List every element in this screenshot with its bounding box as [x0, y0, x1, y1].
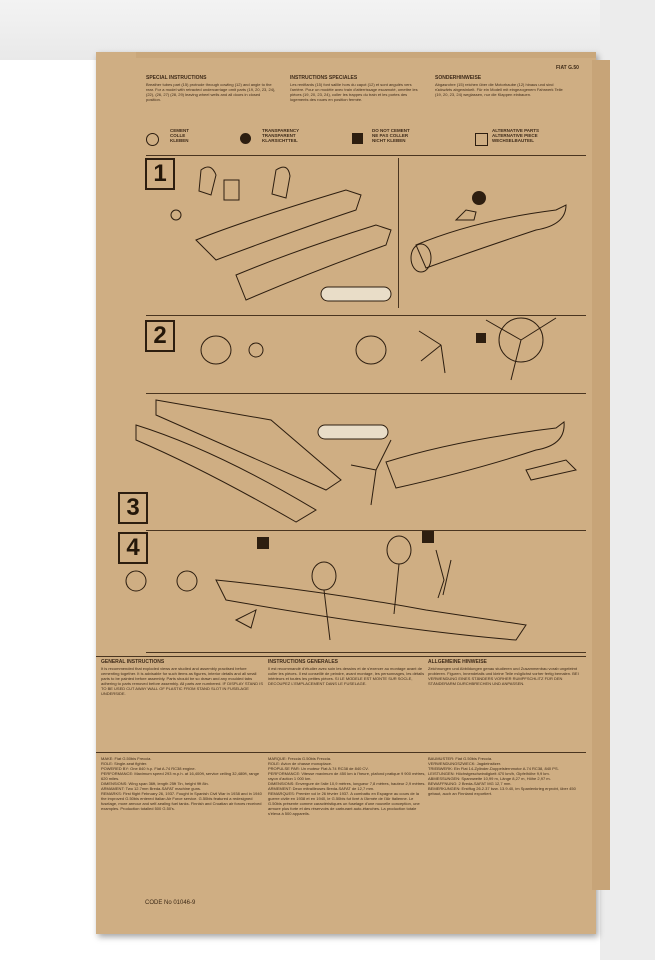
upper-wing	[155, 399, 342, 491]
special-title: INSTRUCTIONS SPECIALES	[290, 75, 358, 81]
special-body: Abgasrohre (15) reichen über die Motorha…	[435, 82, 563, 97]
do-not-cement-icon	[352, 133, 363, 144]
cowling	[410, 243, 432, 273]
canopy	[454, 209, 477, 221]
frame-rule	[146, 652, 586, 653]
legend-alternative: ALTERNATIVE PARTS ALTERNATIVE PIECE WECH…	[492, 128, 539, 143]
special-instructions-fr: INSTRUCTIONS SPECIALES Les renifiards (1…	[290, 75, 420, 103]
alternative-parts-icon	[475, 133, 488, 146]
general-body: Il est recommandé d'étudier avec soin le…	[268, 666, 425, 686]
stand-slot	[317, 424, 389, 440]
tailplane	[525, 459, 577, 481]
special-title: SPECIAL INSTRUCTIONS	[146, 75, 207, 81]
transparency-icon	[240, 133, 251, 144]
propeller-blade	[350, 439, 392, 506]
propeller	[418, 330, 446, 374]
section-rule	[96, 656, 586, 657]
sheet-fold	[136, 52, 596, 58]
product-code: CODE No 01046-9	[145, 900, 196, 906]
engine-cowling-finished	[355, 335, 387, 365]
tail-wheel	[234, 609, 257, 629]
specs-de: BAUMUSTER: Fiat G.50bis Freccia. VERWEND…	[428, 756, 576, 796]
lower-aircraft	[215, 579, 527, 641]
propeller-blade	[485, 317, 557, 381]
legend-do-not-cement: DO NOT CEMENT NE PAS COLLER NICHT KLEBEN	[372, 128, 410, 143]
legend-cement: CEMENT COLLE KLEBEN	[170, 128, 189, 143]
special-body: Les renifiards (15) font saillie hors du…	[290, 82, 418, 102]
undercarriage-leg	[323, 563, 400, 641]
background-top	[0, 0, 655, 60]
frame-divider	[398, 158, 399, 308]
stand-base	[125, 570, 147, 592]
lower-wing	[135, 424, 317, 523]
do-not-cement-marker	[257, 537, 269, 549]
stand-base	[176, 570, 198, 592]
fuselage-half-left	[195, 189, 362, 261]
brand-label: FIAT G.50	[556, 65, 579, 71]
assembled-aircraft	[385, 421, 565, 489]
step-number: 2	[145, 320, 175, 352]
fuselage-half-right	[235, 224, 392, 301]
cement-icon	[146, 133, 159, 146]
specs-en: MAKE: Fiat G.50bis Freccia. ROLE: Single…	[101, 756, 262, 811]
engine-cowling	[200, 335, 232, 365]
legend-transparency: TRANSPARENCY TRANSPARENT KLARSICHTTEIL	[262, 128, 300, 143]
transparency-marker	[472, 191, 486, 205]
part-ring	[170, 209, 182, 221]
stand-slot	[320, 286, 392, 302]
assembly-diagram	[125, 166, 577, 641]
frame-rule	[146, 530, 586, 531]
wheel	[386, 535, 412, 565]
general-body: It is recommended that exploded views ar…	[101, 666, 263, 696]
general-instructions-fr: INSTRUCTIONS GENERALES Il est recommandé…	[268, 659, 428, 687]
section-rule	[96, 752, 586, 753]
spinner	[498, 317, 544, 363]
general-body: Zeichnungen und Abbildungen genau studie…	[428, 666, 579, 686]
frame-rule	[146, 155, 586, 156]
assembled-fuselage	[415, 204, 567, 269]
step-number: 4	[118, 532, 148, 564]
wheel-door	[435, 549, 445, 599]
engine-cylinders	[248, 342, 264, 358]
wheel-door	[442, 559, 452, 596]
sheet-edge	[592, 60, 610, 890]
general-instructions-en: GENERAL INSTRUCTIONS It is recommended t…	[101, 659, 266, 697]
wheel	[311, 561, 337, 591]
step-number: 3	[118, 492, 148, 524]
frame-rule	[146, 393, 586, 394]
general-title: GENERAL INSTRUCTIONS	[101, 659, 165, 665]
pilot-figure	[198, 166, 217, 196]
general-instructions-de: ALLGEMEINE HINWEISE Zeichnungen und Abbi…	[428, 659, 588, 687]
general-title: ALLGEMEINE HINWEISE	[428, 659, 487, 665]
specs-fr: MARQUE: Freccia G.50bis Freccia. ROLE: A…	[268, 756, 426, 816]
special-instructions-en: SPECIAL INSTRUCTIONS Breather tubes part…	[146, 75, 276, 103]
special-title: SONDERHINWEISE	[435, 75, 482, 81]
instruction-sheet	[96, 52, 596, 934]
general-title: INSTRUCTIONS GENERALES	[268, 659, 339, 665]
special-instructions-de: SONDERHINWEISE Abgasrohre (15) reichen ü…	[435, 75, 565, 98]
pilot-seat	[223, 179, 240, 201]
pilot-figure	[271, 166, 291, 199]
frame-rule	[146, 315, 586, 316]
step-number: 1	[145, 158, 175, 190]
do-not-cement-marker	[422, 531, 434, 543]
special-body: Breather tubes part (15) protrude throug…	[146, 82, 276, 102]
do-not-cement-marker	[476, 333, 486, 343]
